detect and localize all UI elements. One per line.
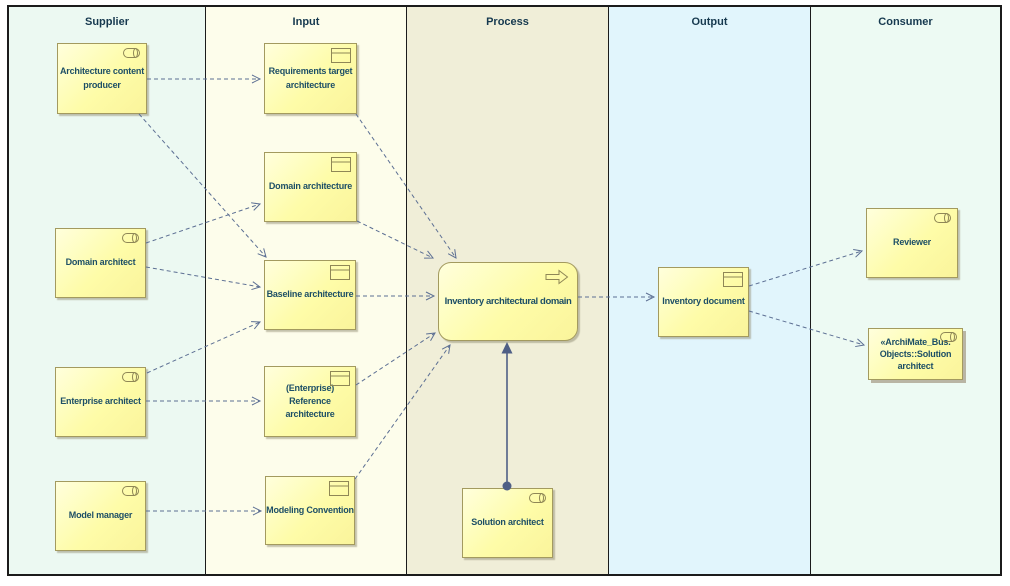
connector-domain-architect-to-baseline[interactable] xyxy=(145,266,262,291)
business-role-icon xyxy=(940,332,958,342)
connector-acp-to-baseline[interactable] xyxy=(138,113,267,258)
business-process-arrow-icon xyxy=(545,269,569,285)
node-label: (Enterprise) Reference architecture xyxy=(285,382,335,420)
business-object-icon xyxy=(723,272,743,287)
connector-domain-architect-to-domain-architecture[interactable] xyxy=(145,202,262,244)
business-role-icon xyxy=(529,493,547,503)
business-object-icon xyxy=(331,157,351,172)
connector-inventory-document-to-consumer-solution-architect[interactable] xyxy=(748,310,866,348)
business-role-icon xyxy=(122,233,140,243)
node-enterprise-architect[interactable]: Enterprise architect xyxy=(55,367,146,437)
business-object-icon xyxy=(329,481,349,496)
node-modeling-convention[interactable]: Modeling Convention xyxy=(265,476,355,545)
node-enterprise-reference-architecture[interactable]: (Enterprise) Reference architecture xyxy=(264,366,356,437)
node-label: «ArchiMate_Bus. Objects::Solution archit… xyxy=(879,336,952,372)
node-label: Domain architect xyxy=(65,257,136,268)
lane-consumer: Consumer xyxy=(810,7,1000,574)
node-label: Solution architect xyxy=(471,517,544,528)
connector-domain-architecture-to-process[interactable] xyxy=(356,220,435,259)
node-label: Reviewer xyxy=(893,237,931,248)
node-inventory-document[interactable]: Inventory document xyxy=(658,267,749,337)
business-role-icon xyxy=(122,372,140,382)
node-label: Domain architecture xyxy=(268,181,353,192)
node-label: Baseline architecture xyxy=(266,289,354,300)
node-reviewer[interactable]: Reviewer xyxy=(866,208,958,278)
node-label: Architecture content producer xyxy=(59,66,144,90)
business-object-icon xyxy=(330,371,350,386)
business-object-icon xyxy=(331,48,351,63)
node-label: Requirements target architecture xyxy=(268,66,353,90)
node-model-manager[interactable]: Model manager xyxy=(55,481,146,551)
node-consumer-solution-architect[interactable]: «ArchiMate_Bus. Objects::Solution archit… xyxy=(868,328,963,380)
business-role-icon xyxy=(934,213,952,223)
node-inventory-architectural-domain[interactable]: Inventory architectural domain xyxy=(438,262,578,341)
lane-supplier-header: Supplier xyxy=(84,16,129,28)
node-solution-architect[interactable]: Solution architect xyxy=(462,488,553,558)
connector-inventory-document-to-reviewer[interactable] xyxy=(748,249,864,287)
node-baseline-architecture[interactable]: Baseline architecture xyxy=(264,260,356,330)
connector-rta-to-process[interactable] xyxy=(355,113,457,259)
node-label: Inventory architectural domain xyxy=(444,295,572,307)
connector-modeling-convention-to-process[interactable] xyxy=(354,344,451,480)
node-label: Modeling Convention xyxy=(266,504,354,515)
node-domain-architecture[interactable]: Domain architecture xyxy=(264,152,357,222)
business-role-icon xyxy=(122,486,140,496)
lane-input-header: Input xyxy=(292,16,320,28)
node-architecture-content-producer[interactable]: Architecture content producer xyxy=(57,43,147,114)
lane-consumer-header: Consumer xyxy=(878,16,933,28)
node-requirements-target-architecture[interactable]: Requirements target architecture xyxy=(264,43,357,114)
lane-output-header: Output xyxy=(691,16,728,28)
connector-reference-to-process[interactable] xyxy=(355,332,436,386)
connector-assignment-solution-architect-to-process[interactable] xyxy=(501,342,513,491)
node-label: Model manager xyxy=(68,510,133,521)
node-label: Enterprise architect xyxy=(60,396,141,407)
business-object-icon xyxy=(330,265,350,280)
lane-process-header: Process xyxy=(486,16,529,28)
node-label: Inventory document xyxy=(662,296,745,307)
business-role-icon xyxy=(123,48,141,58)
node-domain-architect[interactable]: Domain architect xyxy=(55,228,146,298)
